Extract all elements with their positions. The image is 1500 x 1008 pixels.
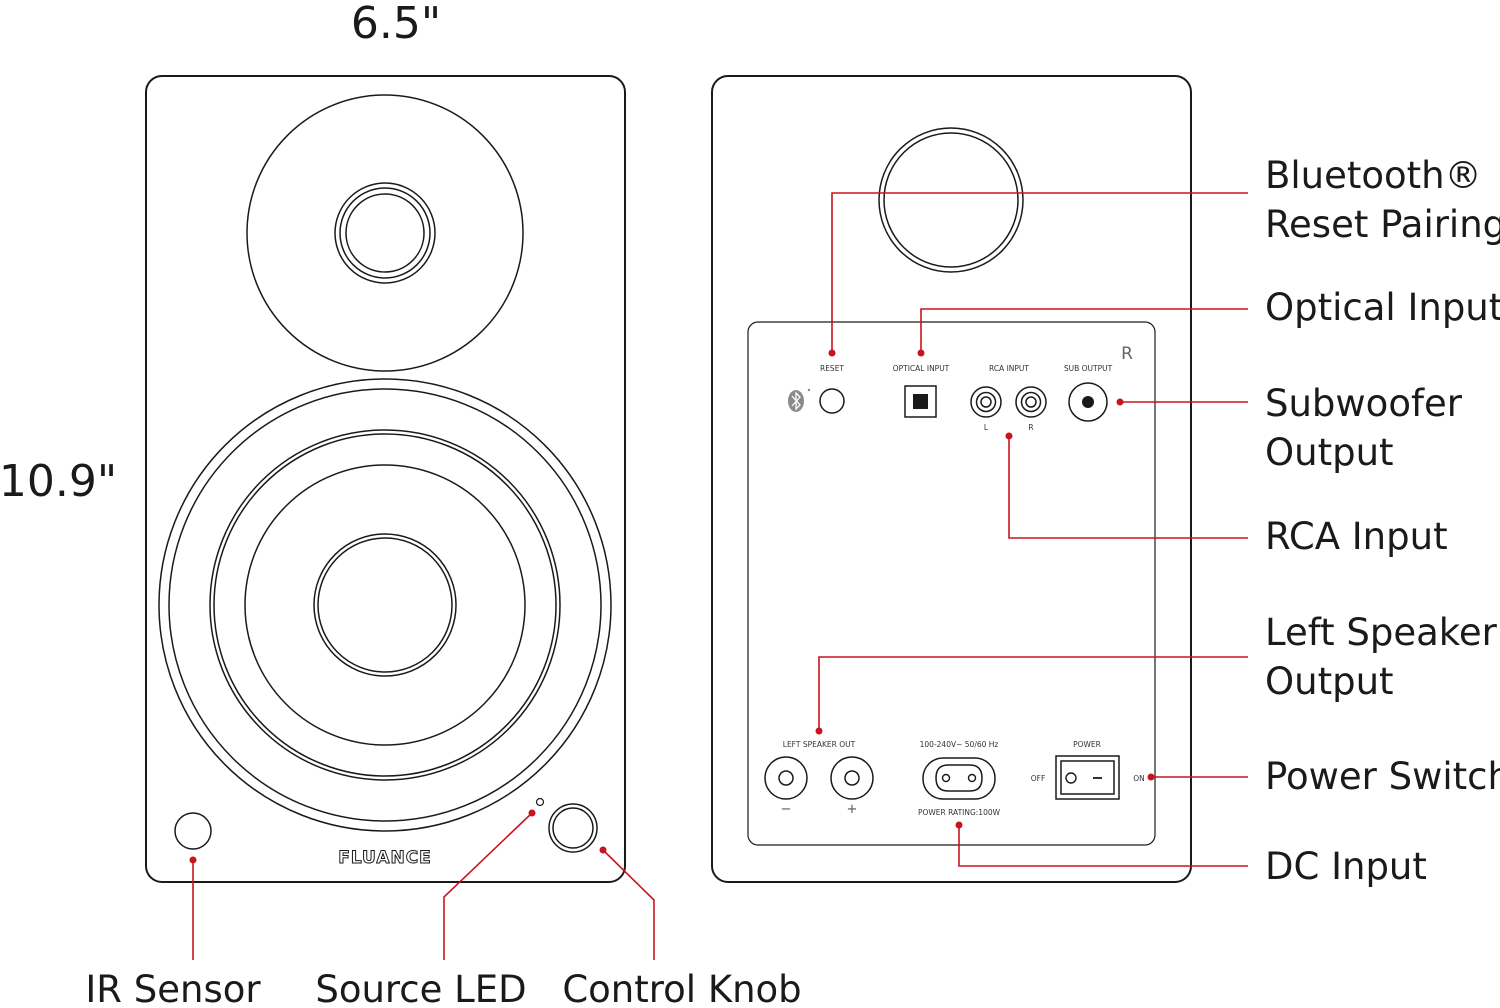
height-dimension: 10.9" (0, 456, 117, 507)
bass-port (878, 127, 1024, 273)
front-speaker: FLUANCE (145, 75, 626, 883)
callout-left-line2: Output (1265, 660, 1394, 703)
ir-sensor (174, 812, 212, 850)
tweeter (246, 94, 524, 372)
reset-button[interactable] (819, 388, 845, 414)
callout-optical: Optical Input (1265, 286, 1500, 329)
left-speaker-label: LEFT SPEAKER OUT (783, 740, 856, 749)
front-cabinet (145, 75, 626, 883)
callout-ir: IR Sensor (85, 968, 261, 1008)
sub-label: SUB OUTPUT (1064, 364, 1113, 373)
callout-led: Source LED (315, 968, 526, 1008)
back-speaker: R RESET OPTICAL INPUT RCA INPUT SUB OUTP… (711, 75, 1192, 883)
callout-knob: Control Knob (562, 968, 801, 1008)
width-dimension: 6.5" (351, 0, 441, 49)
bluetooth-icon (788, 388, 811, 412)
power-switch[interactable] (1055, 755, 1120, 800)
callout-power: Power Switch (1265, 755, 1500, 798)
rca-left-mark: L (984, 423, 989, 432)
callout-left-line1: Left Speaker (1265, 611, 1498, 654)
callout-rca: RCA Input (1265, 515, 1448, 558)
rca-jack-right (1015, 386, 1047, 418)
channel-mark: R (1121, 344, 1133, 364)
speaker-terminal-negative (764, 756, 808, 800)
minus-mark: − (781, 802, 792, 817)
optical-port (904, 385, 937, 418)
optical-label: OPTICAL INPUT (893, 364, 950, 373)
connector-panel (747, 321, 1156, 846)
callout-sub-line2: Output (1265, 431, 1394, 474)
rca-jack-left (970, 386, 1002, 418)
control-knob (548, 803, 598, 853)
callout-sub-line1: Subwoofer (1265, 382, 1463, 425)
on-label: ON (1133, 774, 1145, 783)
power-label: POWER (1073, 740, 1101, 749)
back-cabinet (711, 75, 1192, 883)
sub-output-jack (1068, 382, 1108, 422)
brand-logo: FLUANCE (338, 848, 432, 868)
reset-label: RESET (820, 364, 844, 373)
voltage-label: 100-240V~ 50/60 Hz (920, 740, 999, 749)
power-rating-label: POWER RATING:100W (918, 808, 1001, 817)
plus-mark: + (847, 802, 858, 817)
callout-dc: DC Input (1265, 845, 1427, 888)
off-label: OFF (1031, 774, 1046, 783)
rca-label: RCA INPUT (989, 364, 1029, 373)
speaker-terminal-positive (830, 756, 874, 800)
callout-bluetooth-line1: Bluetooth® (1265, 154, 1482, 197)
callout-lines (189, 192, 1248, 960)
callout-bluetooth-line2: Reset Pairing (1265, 203, 1500, 246)
rca-right-mark: R (1028, 423, 1033, 432)
woofer (158, 378, 612, 832)
source-led (535, 797, 545, 807)
ac-inlet (922, 757, 996, 800)
